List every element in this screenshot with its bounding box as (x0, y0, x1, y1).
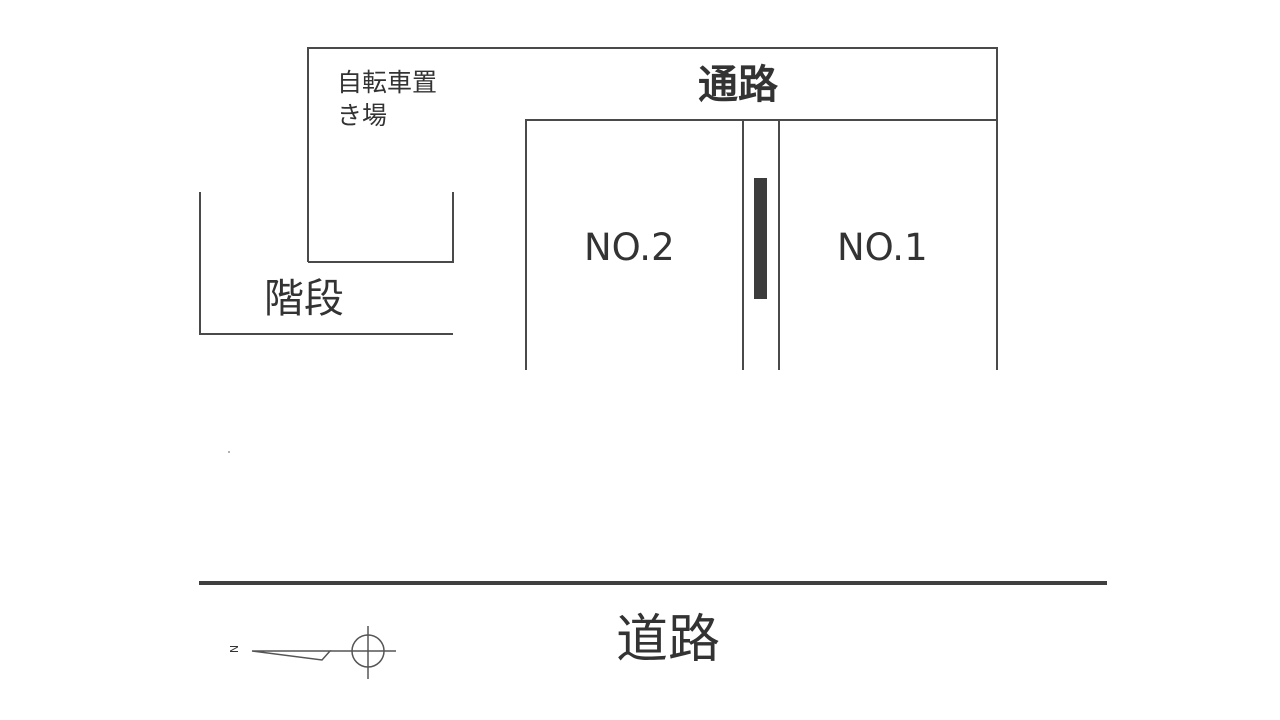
parking-block-outline (525, 119, 997, 370)
building-outline (307, 47, 998, 370)
bicycle-parking-wall (308, 192, 454, 263)
parking-space-no1-label: NO.1 (837, 226, 928, 269)
parking-space-no2-label: NO.2 (584, 226, 675, 269)
north-arrow-icon (251, 626, 396, 679)
divider-bar (754, 178, 767, 299)
stairs-outline (199, 192, 453, 335)
mark-dot (228, 451, 230, 453)
road-label: 道路 (616, 610, 721, 670)
stairs-label: 階段 (264, 276, 344, 322)
bicycle-parking-label: 自転車置き場 (337, 68, 438, 130)
north-label: N (227, 644, 241, 654)
passage-label: 通路 (698, 62, 778, 108)
